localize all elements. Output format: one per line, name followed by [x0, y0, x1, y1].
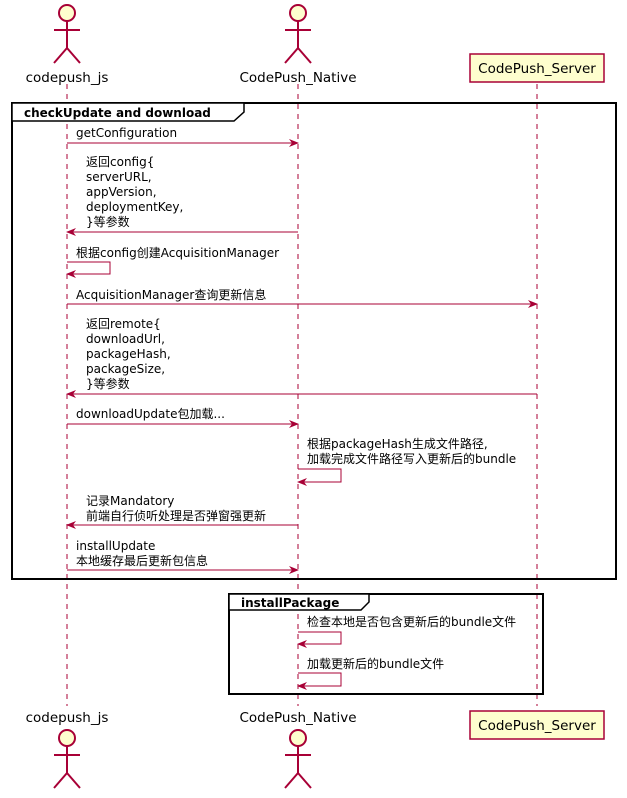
message-return-config: 返回config{ serverURL, appVersion, deploym… — [66, 155, 298, 236]
message-check-local-bundle: 检查本地是否包含更新后的bundle文件 — [297, 614, 516, 648]
actor-codepush-js-top: codepush_js — [26, 4, 109, 86]
message-record-mandatory: 记录Mandatory 前端自行侦听处理是否弹窗强更新 — [66, 494, 298, 529]
actor-codepush-js-bottom: codepush_js — [26, 710, 109, 789]
svg-text:返回remote{ downloadUrl,: 返回remote{ downloadUrl, packageHash, pack… — [86, 317, 175, 391]
participant-label: CodePush_Native — [239, 70, 356, 86]
participant-label: CodePush_Server — [478, 718, 596, 734]
message-install-update: installUpdate 本地缓存最后更新包信息 — [67, 539, 299, 574]
actor-codepush-native-top: CodePush_Native — [239, 4, 357, 86]
participant-codepush-server-top: CodePush_Server — [469, 53, 605, 83]
group-title: installPackage — [241, 596, 339, 610]
actor-codepush-native-bottom: CodePush_Native — [239, 710, 357, 789]
svg-text:加载更新后的bundle文件: 加载更新后的bundle文件 — [307, 656, 444, 671]
svg-text:installUpdate 本地缓存最后更新包信: installUpdate 本地缓存最后更新包信息 — [76, 539, 208, 568]
message-query-update: AcquisitionManager查询更新信息 — [67, 287, 538, 308]
group-install-package: installPackage — [228, 593, 544, 695]
svg-text:根据config创建AcquisitionManager: 根据config创建AcquisitionManager — [76, 246, 279, 260]
svg-text:根据packageHash生成文件路径, 加载完: 根据packageHash生成文件路径, 加载完成文件路径写入更新后的bundl… — [307, 436, 516, 466]
svg-text:检查本地是否包含更新后的bundle文件: 检查本地是否包含更新后的bundle文件 — [307, 614, 516, 629]
participant-label: codepush_js — [26, 70, 109, 86]
message-create-acquisition-manager: 根据config创建AcquisitionManager — [66, 246, 279, 278]
message-download-update: downloadUpdate包加载... — [67, 407, 299, 428]
participant-label: codepush_js — [26, 710, 109, 726]
message-write-bundle: 根据packageHash生成文件路径, 加载完成文件路径写入更新后的bundl… — [297, 436, 516, 486]
participant-label: CodePush_Server — [478, 61, 596, 77]
participant-codepush-server-bottom: CodePush_Server — [469, 710, 605, 740]
group-check-update: checkUpdate and download — [11, 102, 617, 580]
group-title: checkUpdate and download — [24, 106, 211, 120]
message-load-bundle: 加载更新后的bundle文件 — [297, 656, 444, 690]
svg-text:返回config{ serverURL,: 返回config{ serverURL, appVersion, deploym… — [86, 155, 187, 229]
svg-text:getConfiguration: getConfiguration — [76, 126, 177, 140]
participant-label: CodePush_Native — [239, 710, 356, 726]
svg-text:记录Mandatory 前端自行侦听处理是否弹窗: 记录Mandatory 前端自行侦听处理是否弹窗强更新 — [86, 494, 266, 523]
message-get-configuration: getConfiguration — [67, 126, 299, 147]
svg-text:downloadUpdate包加载...: downloadUpdate包加载... — [76, 407, 225, 421]
svg-text:AcquisitionManager查询更新信息: AcquisitionManager查询更新信息 — [76, 287, 266, 302]
message-return-remote: 返回remote{ downloadUrl, packageHash, pack… — [66, 317, 537, 398]
